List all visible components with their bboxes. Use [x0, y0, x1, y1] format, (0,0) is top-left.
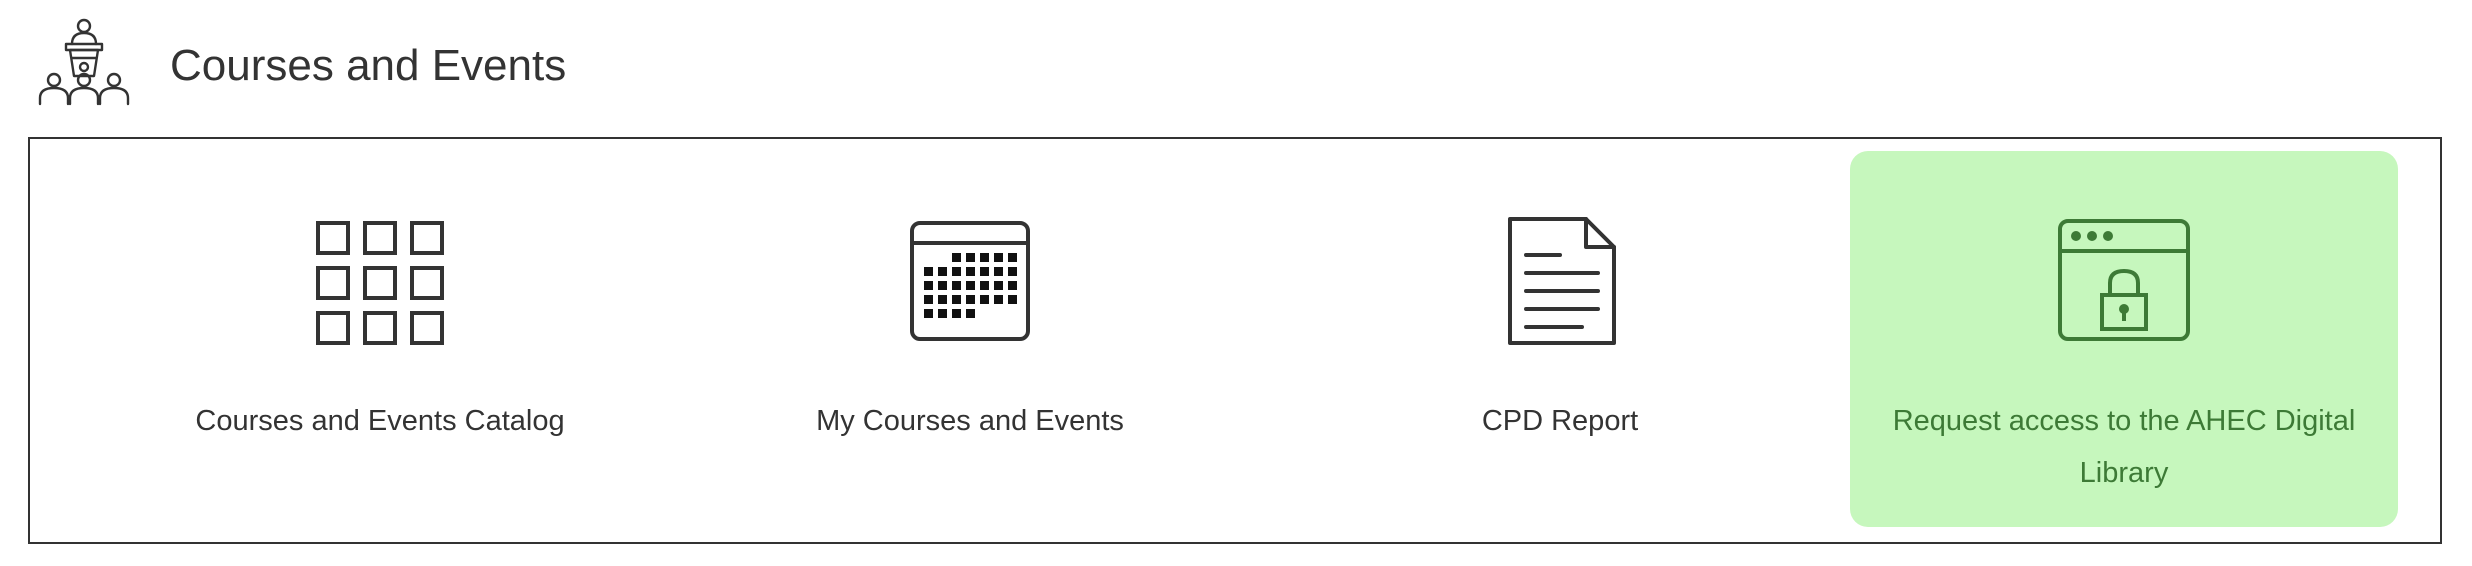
tile-label: Courses and Events Catalog: [195, 405, 565, 437]
locked-browser-icon: [2058, 219, 2190, 341]
my-courses-tile[interactable]: My Courses and Events: [696, 151, 1244, 527]
tile-label: CPD Report: [1481, 405, 1639, 437]
calendar-icon: [910, 221, 1030, 341]
document-icon: [1508, 217, 1616, 345]
presenter-audience-icon: [38, 18, 130, 106]
tile-label: Request access to the AHEC Digital Libra…: [1892, 405, 2356, 489]
digital-library-access-tile[interactable]: Request access to the AHEC Digital Libra…: [1850, 151, 2398, 527]
courses-panel: Courses and Events Catalog My Courses an…: [28, 137, 2442, 544]
grid-icon: [316, 221, 444, 345]
cpd-report-tile[interactable]: CPD Report: [1286, 151, 1834, 527]
courses-catalog-tile[interactable]: Courses and Events Catalog: [106, 151, 654, 527]
tile-label: My Courses and Events: [816, 405, 1124, 437]
page-title: Courses and Events: [170, 41, 567, 90]
page-header: Courses and Events: [36, 18, 566, 114]
